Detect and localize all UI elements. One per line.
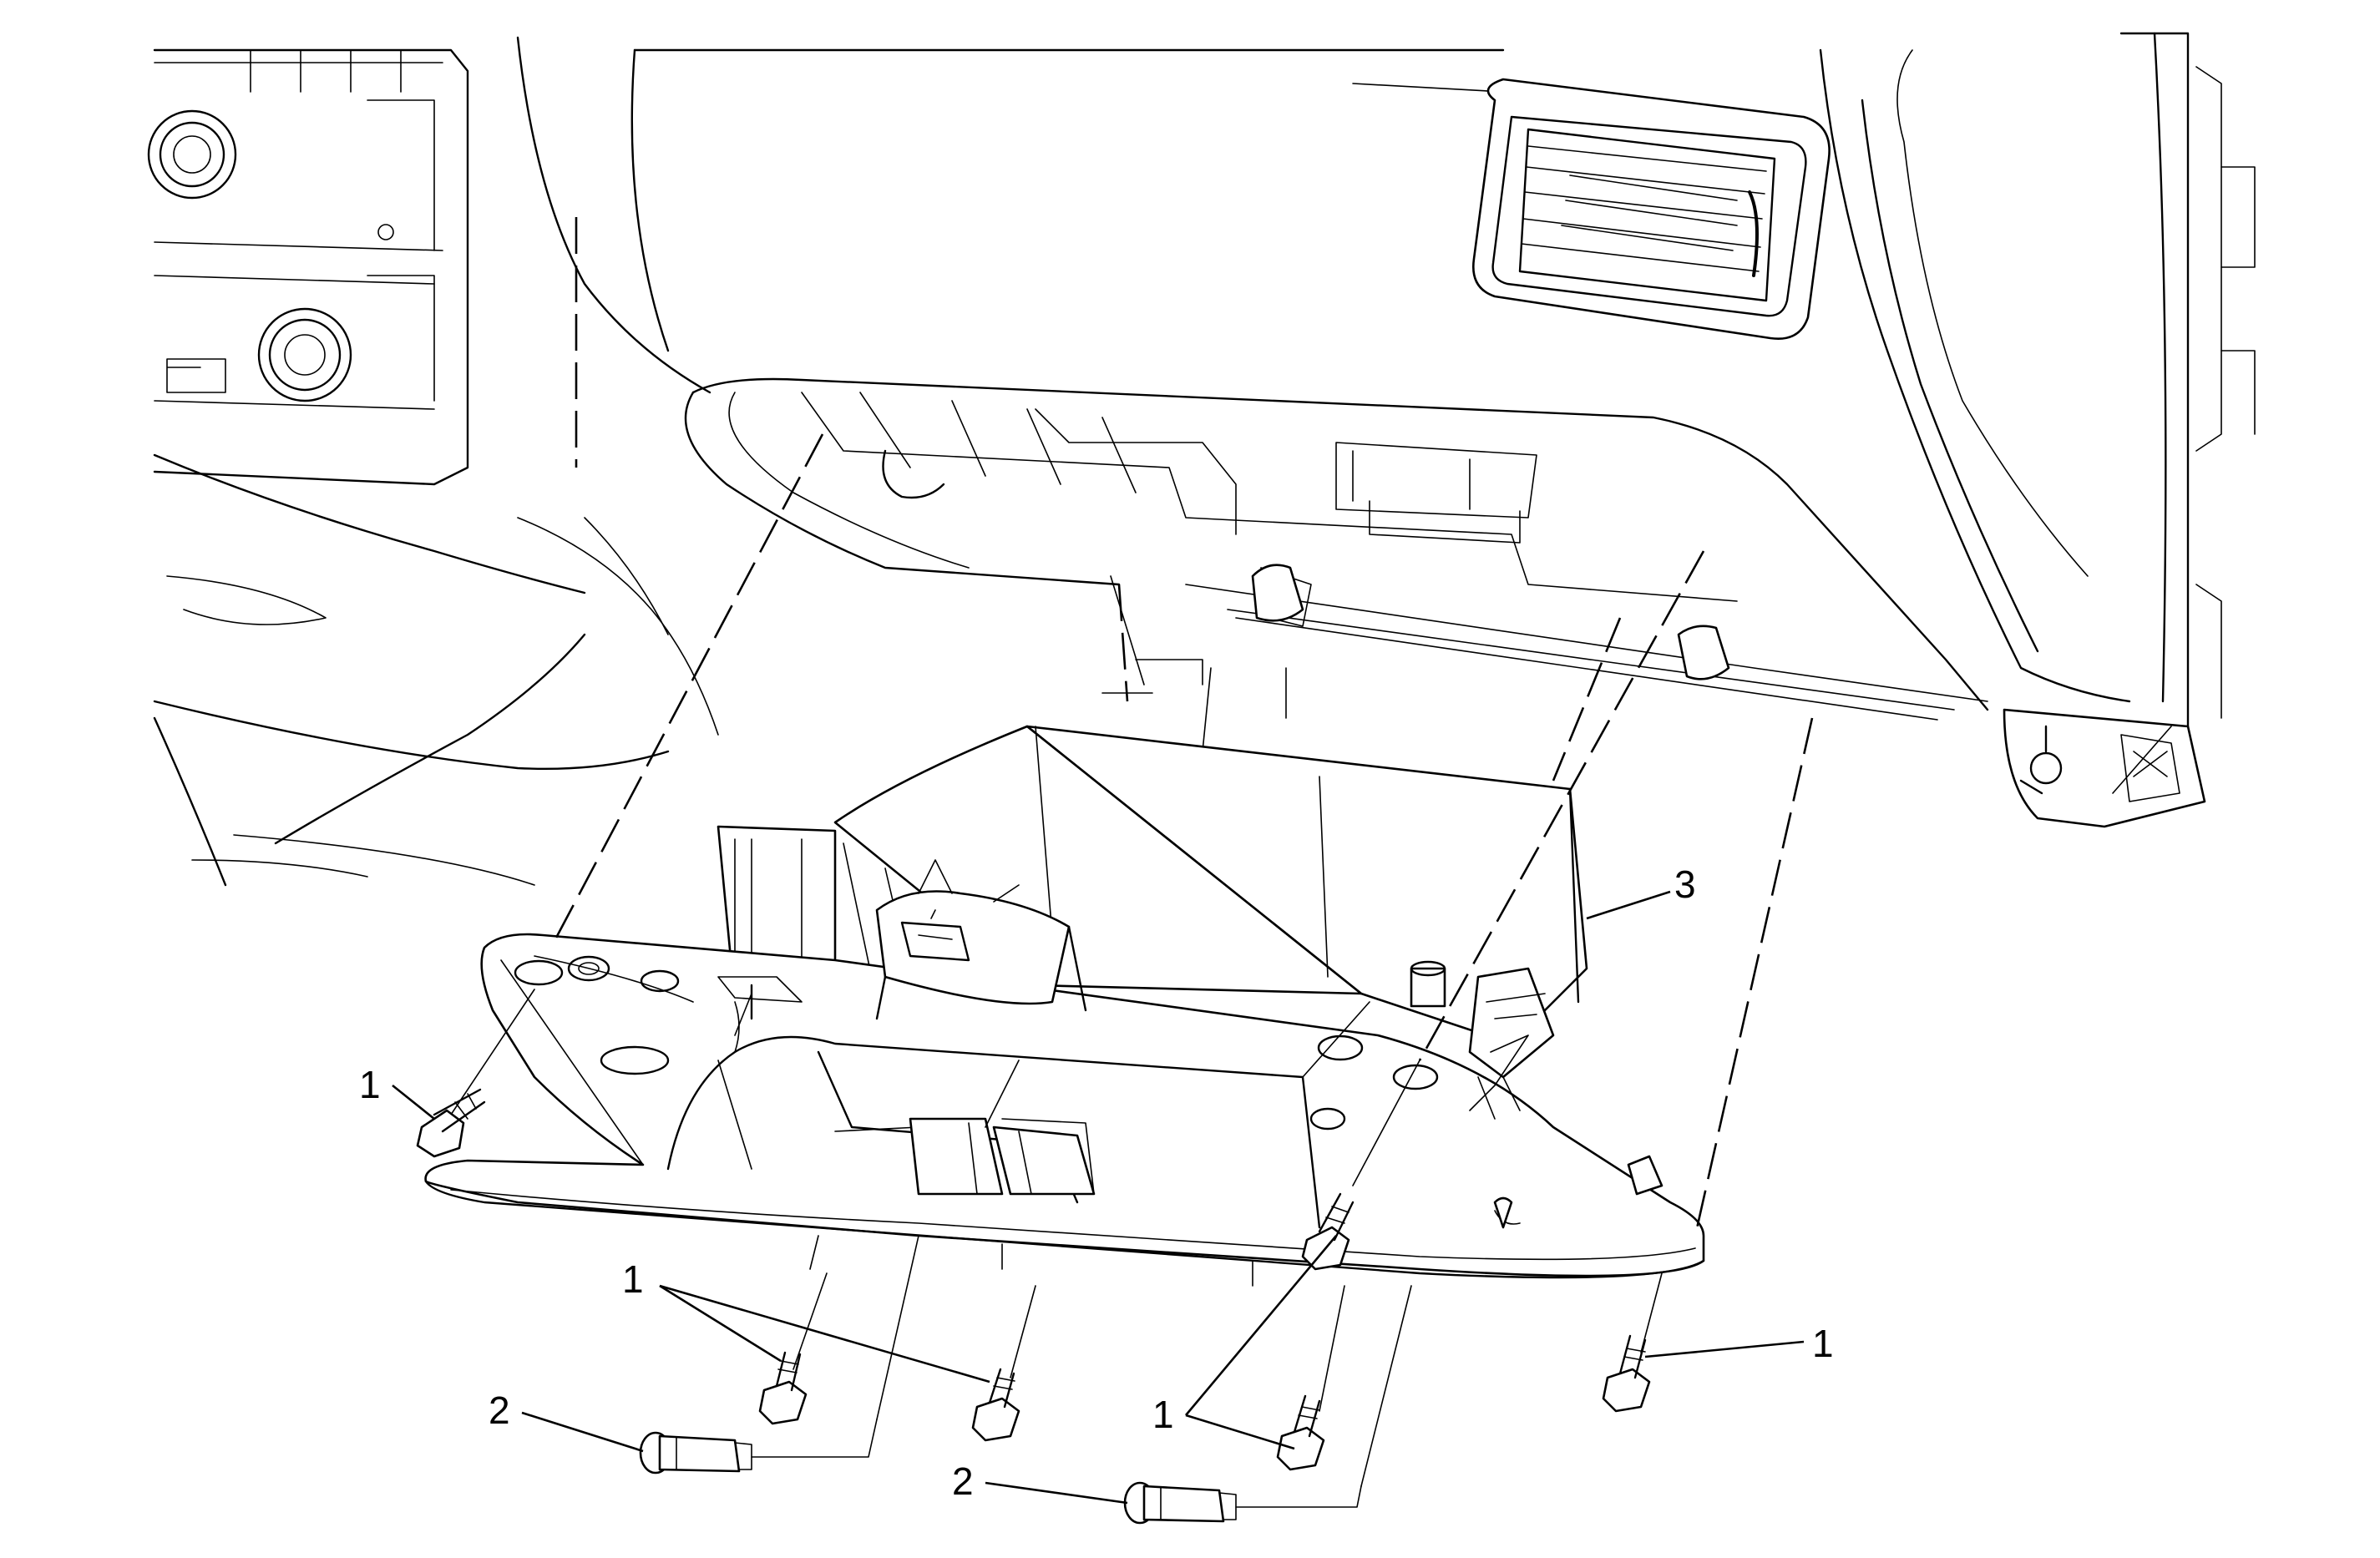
- callout-1-upper-left: 1: [359, 1063, 381, 1106]
- bolt-lower-left-a: [758, 1272, 828, 1425]
- mounting-holes: [514, 955, 1439, 1131]
- callout-1-lower-mid: 1: [1152, 1393, 1174, 1436]
- bolt-right-corner: [1602, 1272, 1663, 1413]
- glove-box-opening: [684, 377, 1989, 752]
- callout-1-lower-left: 1: [622, 1257, 644, 1301]
- bolt-lower-right: [1276, 1285, 1345, 1471]
- bolt-upper-left: [416, 989, 535, 1158]
- radio-control-panel: [147, 48, 469, 486]
- installation-lines: [554, 433, 1814, 1237]
- callout-3: 3: [1674, 862, 1696, 906]
- callouts: 1 1 1 1 2 2 3: [359, 862, 1834, 1505]
- bolt-lower-left-b: [971, 1285, 1036, 1442]
- pin-right: [1123, 1285, 1412, 1525]
- instrument-panel: [147, 32, 2256, 887]
- glove-box-assembly: [424, 725, 1705, 1287]
- pin-left: [639, 1235, 919, 1475]
- callout-2-right: 2: [952, 1459, 974, 1503]
- air-vent: [1471, 78, 1831, 341]
- callout-1-right: 1: [1812, 1322, 1834, 1365]
- callout-2-left: 2: [489, 1389, 510, 1432]
